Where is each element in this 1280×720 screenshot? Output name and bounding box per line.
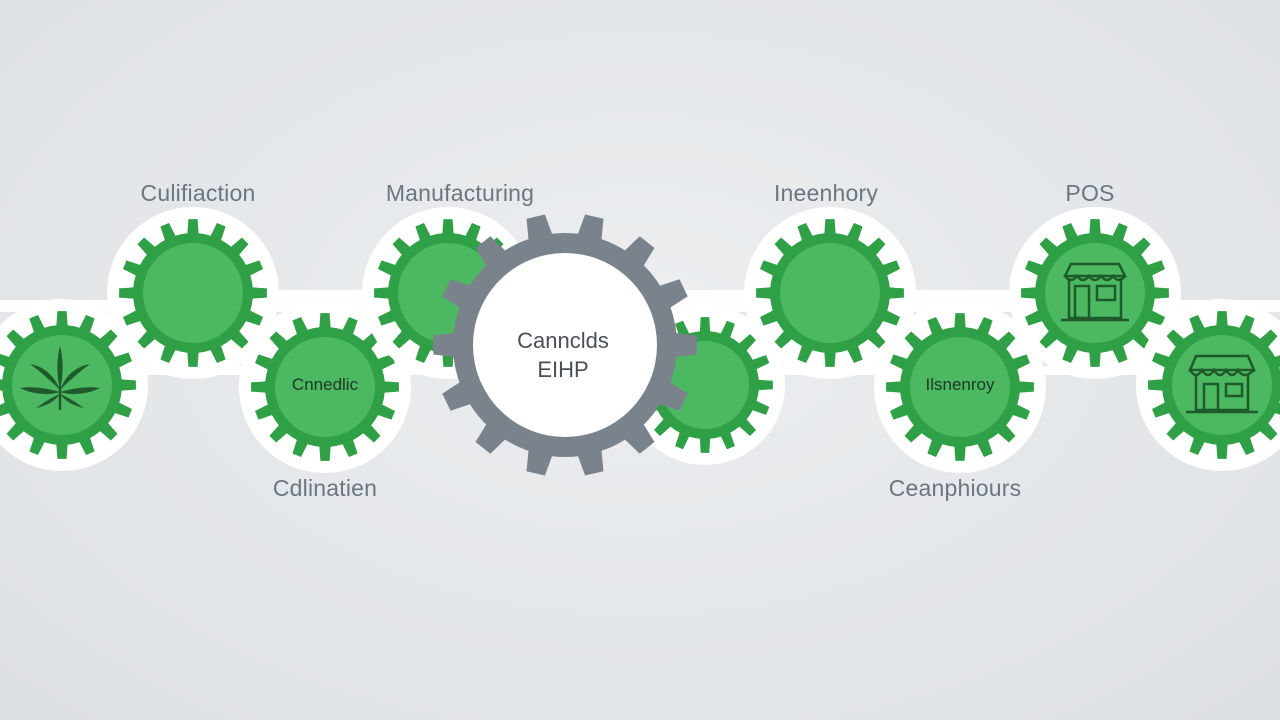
gear-cultivation <box>107 207 279 379</box>
gear-inventory-bottom <box>874 301 1046 473</box>
inventory-gear-text: Ilsnenroy <box>925 375 995 394</box>
gear-cannabis <box>239 301 411 473</box>
gear-face <box>1045 243 1145 343</box>
cultivation-label-top: Culifiaction <box>140 180 256 206</box>
center-erp-title: Cannclds EIHP <box>463 326 663 384</box>
gear-face <box>780 243 880 343</box>
gear-face <box>275 337 375 437</box>
icon-layer <box>20 262 1258 414</box>
storefront-icon <box>1061 262 1129 322</box>
storefront-awning-icon <box>1186 354 1258 414</box>
cultivation-label-bottom: Cdlinatien <box>272 475 378 501</box>
gear-face <box>143 243 243 343</box>
pos-label: POS <box>1065 180 1115 206</box>
gear-center-erp <box>433 214 697 476</box>
center-title-line1: Cannclds <box>517 328 609 353</box>
compliance-label: Ceanphiours <box>888 475 1022 501</box>
gear-layer <box>0 207 1280 476</box>
gear-face <box>910 337 1010 437</box>
gear-inventory <box>744 207 916 379</box>
cannabis-leaf-icon <box>20 346 100 410</box>
gear-face <box>12 335 112 435</box>
center-title-line2: EIHP <box>537 357 589 382</box>
gear-cultivation-leaf <box>0 299 148 471</box>
inventory-label-top: Ineenhory <box>773 180 879 206</box>
manufacturing-label: Manufacturing <box>385 180 535 206</box>
center-gear-face <box>473 253 657 437</box>
cannabis-gear-text: Cnnedlic <box>291 375 359 394</box>
gear-face <box>1172 335 1272 435</box>
gear-face <box>661 341 749 429</box>
